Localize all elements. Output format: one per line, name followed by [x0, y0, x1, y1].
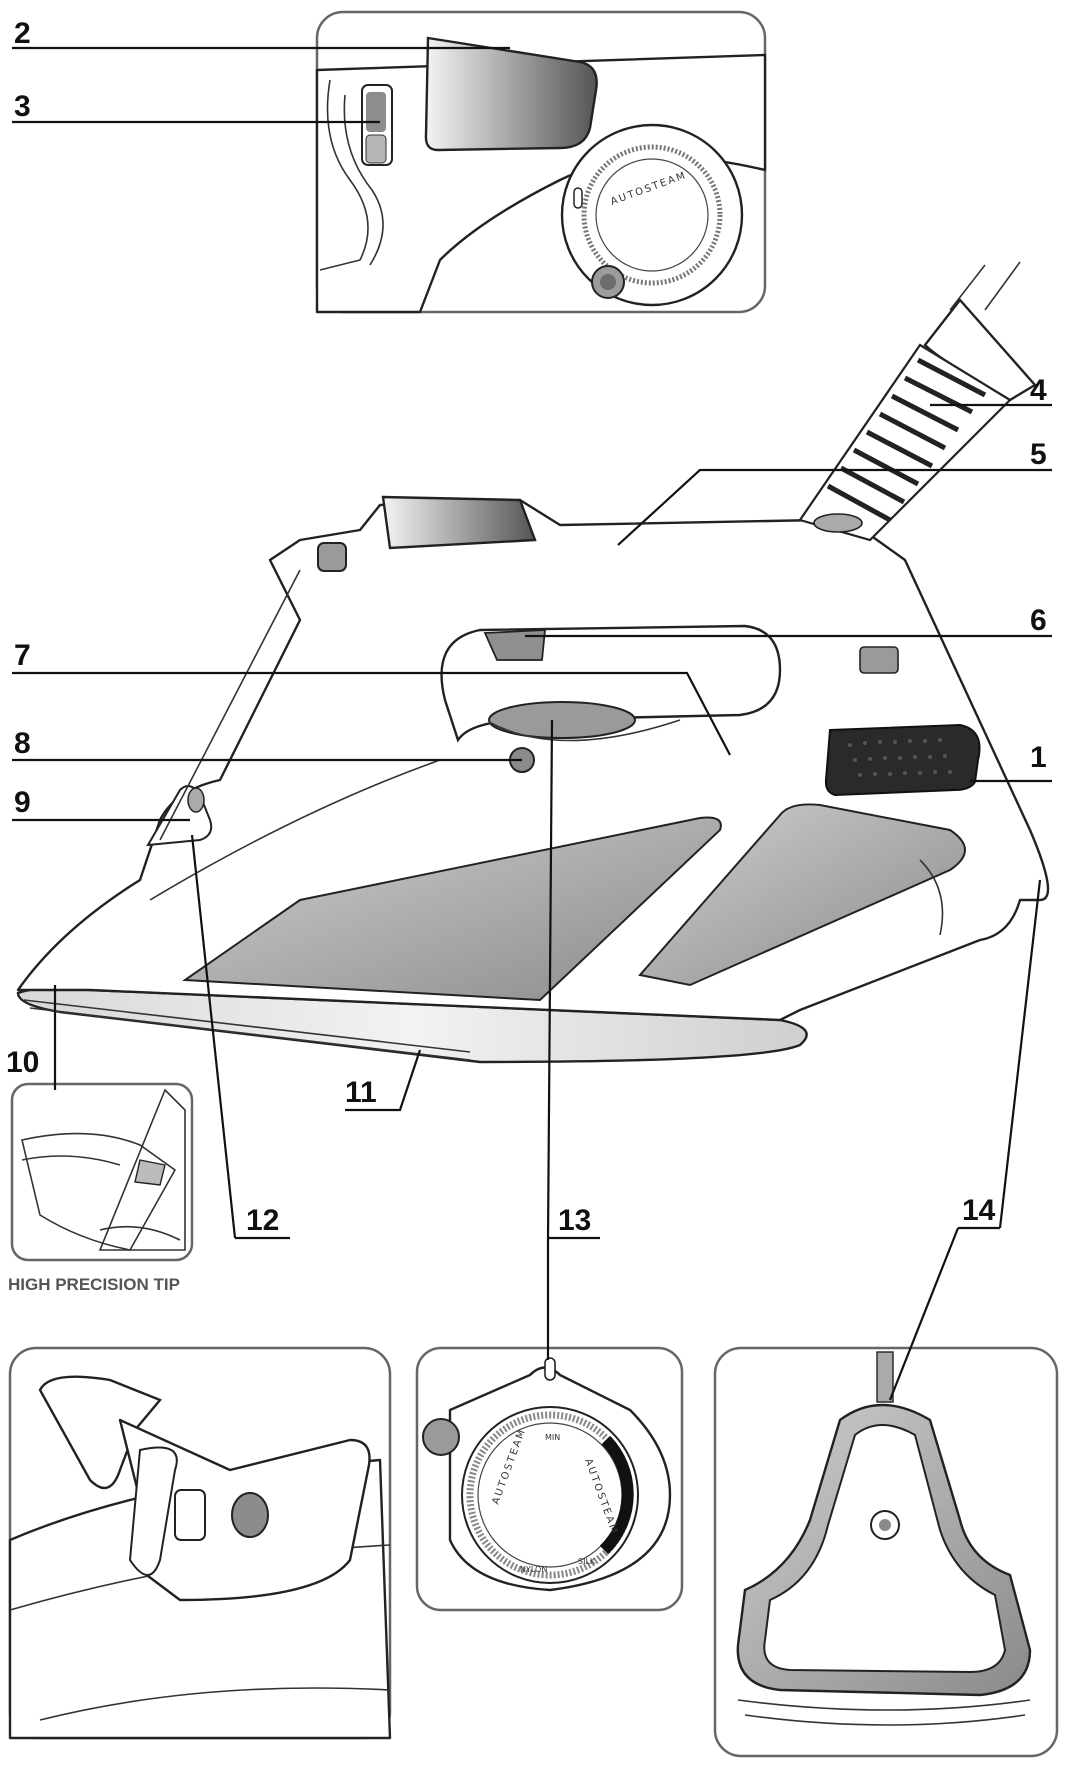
callout-10: 10: [6, 1046, 39, 1079]
callout-12: 12: [246, 1204, 279, 1237]
dial-min-label: MIN: [545, 1433, 560, 1442]
callout-13: 13: [558, 1204, 591, 1237]
callout-14: 14: [962, 1194, 996, 1227]
callout-6: 6: [1030, 604, 1047, 637]
bottom-left-detail-panel: [8, 1346, 392, 1740]
iron-main-illustration: [16, 261, 1050, 1064]
callout-8: 8: [14, 727, 31, 760]
bottom-right-detail-panel: [713, 1346, 1059, 1758]
callout-2: 2: [14, 17, 31, 50]
callout-5: 5: [1030, 438, 1047, 471]
dial-silk-label: SILK: [578, 1557, 596, 1566]
precision-tip-caption: HIGH PRECISION TIP: [8, 1275, 180, 1294]
callout-9: 9: [14, 786, 31, 819]
precision-tip-panel: [10, 1082, 194, 1262]
callout-1: 1: [1030, 741, 1047, 774]
dial-nylon-label: NYLON: [520, 1565, 547, 1574]
control-panel-dots: [848, 738, 952, 777]
bottom-dial-panel: MIN AUTOSTEAM AUTOSTEAM NYLON SILK: [415, 1346, 684, 1612]
leader-lines: [12, 46, 1052, 1401]
callout-11: 11: [345, 1076, 377, 1109]
top-detail-panel: AUTOSTEAM: [315, 10, 767, 314]
callout-7: 7: [14, 639, 31, 672]
callout-3: 3: [14, 90, 31, 123]
callout-4: 4: [1030, 374, 1047, 407]
cord-ribs: [826, 357, 987, 523]
callout-labels: 1 2 3 4 5 6 7 8 9 10 11 12 13 14: [6, 17, 1047, 1237]
